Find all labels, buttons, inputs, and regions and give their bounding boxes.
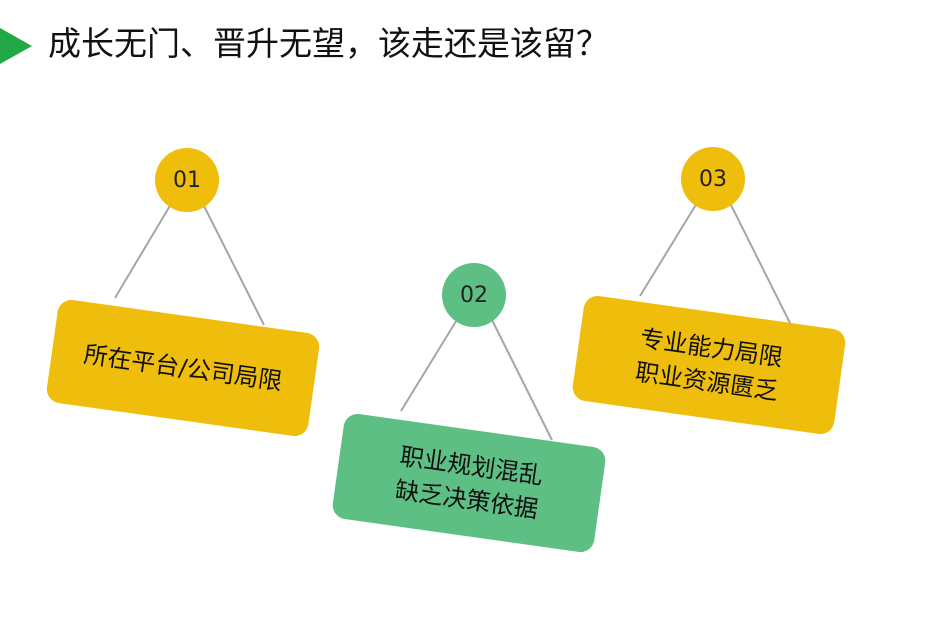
circle-02-number: 02 bbox=[460, 282, 488, 308]
page-title: 成长无门、晋升无望，该走还是该留？ bbox=[48, 24, 609, 63]
circle-03-number: 03 bbox=[699, 166, 727, 192]
string-03-left bbox=[639, 202, 698, 297]
circle-01: 01 bbox=[155, 148, 219, 212]
circle-03: 03 bbox=[681, 147, 745, 211]
string-02-left bbox=[400, 317, 459, 412]
circle-02: 02 bbox=[442, 263, 506, 327]
string-01-left bbox=[114, 203, 172, 299]
circle-01-number: 01 bbox=[173, 167, 201, 193]
sign-01-line-1: 所在平台/公司局限 bbox=[81, 340, 285, 396]
title-arrow-icon bbox=[0, 28, 32, 64]
string-02-right bbox=[490, 317, 553, 441]
string-01-right bbox=[202, 203, 265, 326]
string-03-right bbox=[729, 202, 792, 326]
